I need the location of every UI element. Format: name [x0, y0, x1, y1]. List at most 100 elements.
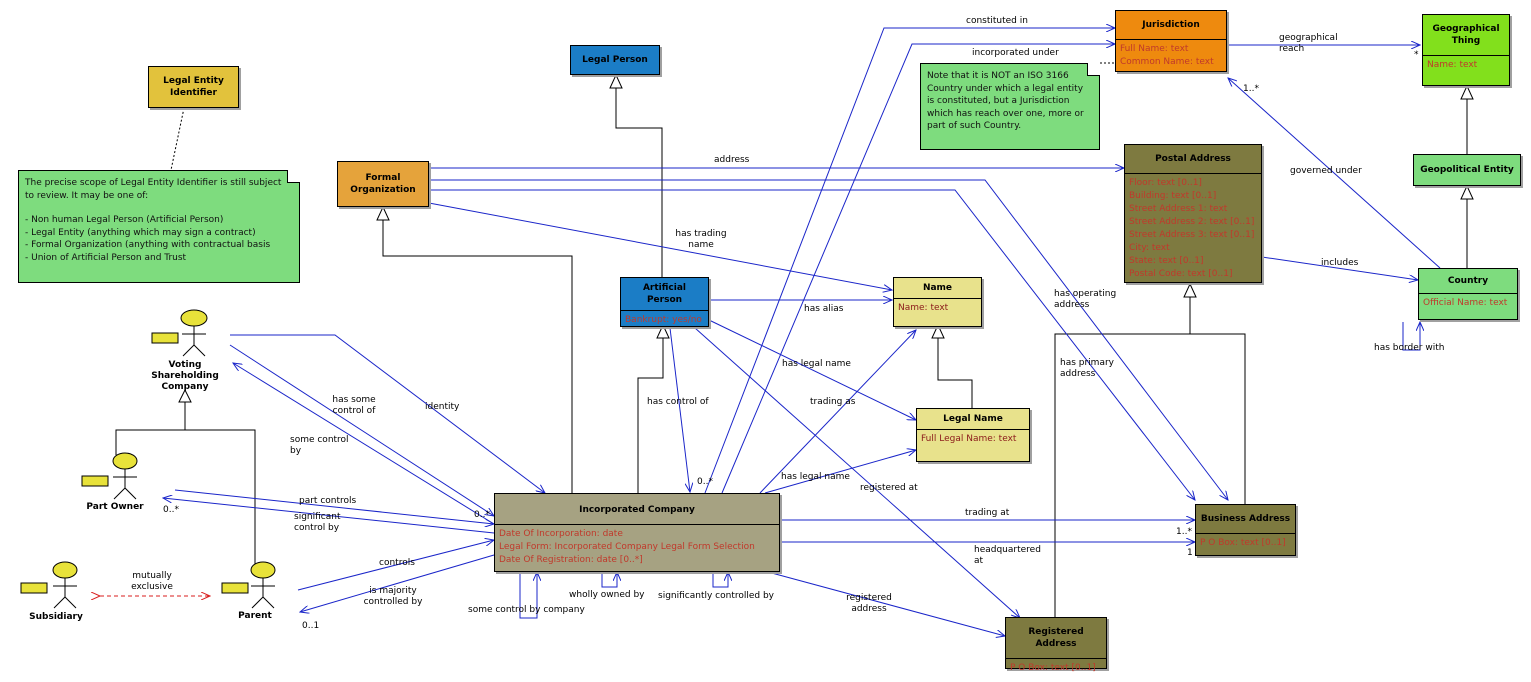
- attribute: Legal Form: Incorporated Company Legal F…: [499, 542, 755, 552]
- mult-business-1: 1..*: [1176, 527, 1192, 537]
- class-jurisdiction[interactable]: Jurisdiction Full Name: text Common Name…: [1115, 10, 1227, 72]
- label-incorporated-under: incorporated under: [972, 48, 1059, 58]
- attribute: Common Name: text: [1120, 57, 1214, 67]
- attribute: Floor: text [0..1]: [1129, 178, 1202, 188]
- class-formal-organization[interactable]: Formal Organization: [337, 161, 429, 207]
- note-fold: [1087, 63, 1100, 76]
- association-lines: [163, 28, 1441, 636]
- label-mutually-exclusive: mutually exclusive: [131, 571, 173, 592]
- label-is-majority-controlled-by: is majority controlled by: [363, 586, 423, 607]
- label-part-controls: part controls: [299, 496, 357, 506]
- class-business-address[interactable]: Business Address P O Box: text [0..1]: [1195, 504, 1296, 556]
- class-legal-person[interactable]: Legal Person: [570, 45, 660, 75]
- actor-label-part-owner: Part Owner: [86, 502, 144, 512]
- label-address: address: [714, 155, 750, 165]
- note-text: The precise scope of Legal Entity Identi…: [25, 178, 282, 201]
- attribute: P O Box: text [0..1]: [1010, 663, 1096, 673]
- class-name: Jurisdiction: [1142, 20, 1200, 30]
- class-name: Legal Person: [582, 55, 648, 65]
- mult-ic-left: 0..*: [474, 510, 490, 520]
- actor-label-subsidiary: Subsidiary: [29, 612, 83, 622]
- note-item: - Union of Artificial Person and Trust: [25, 252, 187, 263]
- label-wholly-owned-by: wholly owned by: [569, 590, 645, 600]
- label-has-border-with: has border with: [1374, 343, 1445, 353]
- note-jurisdiction[interactable]: Note that it is NOT an ISO 3166 Country …: [920, 63, 1100, 150]
- class-name: Postal Address: [1155, 154, 1231, 164]
- label-has-trading-name: has trading name: [675, 229, 727, 250]
- label-has-alias: has alias: [804, 304, 844, 314]
- actor-subsidiary: [20, 561, 78, 609]
- label-has-legal-name-2: has legal name: [781, 472, 850, 482]
- attribute: Street Address 2: text [0..1]: [1129, 217, 1255, 227]
- attribute: Full Name: text: [1120, 44, 1189, 54]
- attribute: Bankrupt: yes/no: [625, 315, 702, 325]
- attribute: Building: text [0..1]: [1129, 191, 1217, 201]
- attribute: Street Address 1: text: [1129, 204, 1228, 214]
- attribute: Name: text: [898, 303, 949, 313]
- actor-label-parent: Parent: [238, 611, 272, 621]
- label-significant-control-by: significant control by: [294, 512, 341, 533]
- attribute: Full Legal Name: text: [921, 434, 1017, 444]
- label-controls: controls: [379, 558, 415, 568]
- note-text: Note that it is NOT an ISO 3166 Country …: [927, 71, 1084, 131]
- attribute: City: text: [1129, 243, 1170, 253]
- generalization-triangles: [178, 73, 1474, 403]
- actor-part-owner: [81, 452, 138, 500]
- attribute: P O Box: text [0..1]: [1200, 538, 1286, 548]
- class-incorporated-company[interactable]: Incorporated Company Date Of Incorporati…: [494, 493, 780, 572]
- generalization-lines: [115, 75, 1468, 618]
- mult-ic: 0..*: [697, 477, 713, 487]
- attribute: Date Of Incorporation: date: [499, 529, 623, 539]
- class-registered-address[interactable]: Registered Address P O Box: text [0..1]: [1005, 617, 1107, 673]
- label-governed-under: governed under: [1290, 166, 1362, 176]
- class-name: Geopolitical Entity: [1420, 165, 1514, 175]
- label-geographical-reach: geographical reach: [1279, 33, 1338, 54]
- note-link: [170, 107, 185, 171]
- actor-parent: [221, 561, 276, 609]
- class-country[interactable]: Country Official Name: text: [1418, 268, 1518, 320]
- class-name: Geographical Thing: [1432, 24, 1500, 46]
- label-registered-address: registered address: [846, 593, 892, 614]
- note-item: - Legal Entity (anything which may sign …: [25, 227, 256, 238]
- label-registered-at: registered at: [860, 483, 918, 493]
- label-has-some-control-of: has some control of: [332, 395, 376, 416]
- class-name: Name: [922, 283, 953, 293]
- label-trading-at: trading at: [965, 508, 1010, 518]
- label-has-control-of: has control of: [647, 397, 709, 407]
- label-trading-as: trading as: [810, 397, 856, 407]
- class-name: Legal Name: [943, 414, 1003, 424]
- class-name: Artificial Person: [642, 283, 687, 305]
- label-includes: includes: [1321, 258, 1359, 268]
- label-some-control-by-company: some control by company: [468, 605, 585, 615]
- mult-business-2: 1: [1187, 548, 1193, 558]
- attribute: Date Of Registration: date [0..*]: [499, 555, 643, 565]
- class-legal-name[interactable]: Legal Name Full Legal Name: text: [916, 408, 1030, 462]
- class-postal-address[interactable]: Postal Address Floor: text [0..1] Buildi…: [1124, 144, 1262, 283]
- actor-label-voting: Voting Shareholding Company: [151, 360, 219, 392]
- class-legal-entity-identifier[interactable]: Legal Entity Identifier: [148, 66, 239, 108]
- actor-voting-shareholding-company: [151, 309, 208, 357]
- label-significantly-controlled-by: significantly controlled by: [658, 591, 775, 601]
- class-name: Incorporated Company: [579, 505, 695, 515]
- mult-jurisdiction: 1..*: [1243, 84, 1259, 94]
- class-name: Country: [1447, 276, 1489, 286]
- attribute: Postal Code: text [0..1]: [1129, 269, 1233, 279]
- attribute: Name: text: [1427, 60, 1478, 70]
- note-fold: [287, 170, 300, 183]
- label-has-legal-name-1: has legal name: [782, 359, 851, 369]
- mult-parent: 0..1: [302, 621, 320, 631]
- class-name: Formal Organization: [350, 173, 416, 195]
- attribute: State: text [0..1]: [1129, 256, 1204, 266]
- label-constituted-in: constituted in: [966, 16, 1028, 26]
- class-geographical-thing[interactable]: Geographical Thing Name: text: [1422, 14, 1510, 86]
- note-item: - Formal Organization (anything with con…: [25, 240, 271, 250]
- note-legal-entity-identifier[interactable]: The precise scope of Legal Entity Identi…: [18, 170, 300, 283]
- class-name-entity[interactable]: Name Name: text: [893, 277, 982, 327]
- class-name: Legal Entity Identifier: [163, 76, 224, 98]
- class-artificial-person[interactable]: Artificial Person Bankrupt: yes/no: [620, 277, 709, 327]
- label-headquartered-at: headquartered at: [974, 545, 1041, 566]
- attribute: Official Name: text: [1423, 298, 1508, 308]
- mult-part-owner: 0..*: [163, 505, 179, 515]
- class-geopolitical-entity[interactable]: Geopolitical Entity: [1413, 154, 1521, 186]
